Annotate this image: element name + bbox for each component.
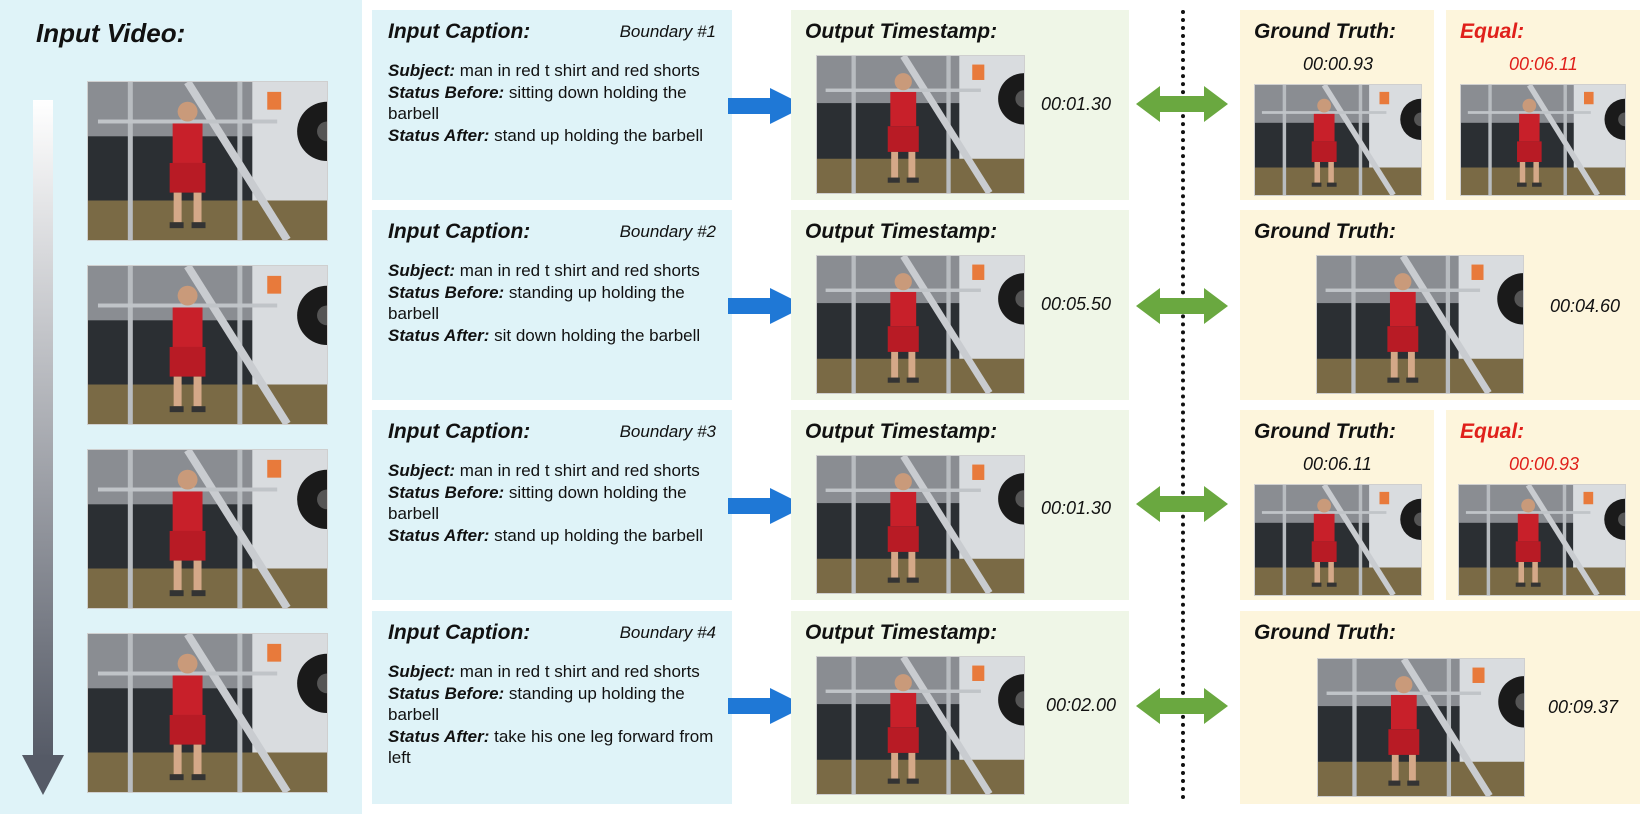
equal-box-1: Equal: 00:06.11 [1446, 10, 1640, 200]
equal-frame [1458, 484, 1626, 596]
output-title: Output Timestamp: [805, 621, 998, 644]
ground-truth-box-1: Ground Truth: 00:00.93 [1240, 10, 1434, 200]
status-after-label: Status After: [388, 125, 490, 145]
ground-truth-title: Ground Truth: [1254, 220, 1396, 243]
ground-truth-frame [1316, 255, 1524, 394]
ground-truth-box-2: Ground Truth: 00:04.60 [1240, 210, 1640, 400]
subject-label: Subject: [388, 461, 456, 480]
green-double-arrow-icon-2 [1136, 288, 1228, 324]
status-before-label: Status Before: [388, 282, 505, 302]
caption-title: Input Caption: [388, 220, 531, 243]
blue-arrow-icon-2 [728, 288, 806, 324]
subject-text: man in red t shirt and red shorts [459, 261, 700, 280]
output-frame [816, 455, 1025, 594]
status-before-text: sitting down holding the barbell [388, 82, 687, 124]
output-frame [816, 55, 1025, 194]
input-frame-4 [87, 633, 328, 793]
status-before-label: Status Before: [388, 683, 505, 703]
status-after-text: sit down holding the barbell [494, 325, 701, 345]
caption-title: Input Caption: [388, 20, 531, 43]
equal-time: 00:06.11 [1509, 54, 1578, 74]
ground-truth-frame [1317, 658, 1525, 797]
output-box-1: Output Timestamp: 00:01.30 [791, 10, 1129, 200]
input-video-title: Input Video: [36, 18, 186, 48]
input-frame-2 [87, 265, 328, 425]
output-time: 00:01.30 [1041, 498, 1112, 518]
green-double-arrow-icon-3 [1136, 486, 1228, 522]
ground-truth-time: 00:06.11 [1303, 454, 1372, 474]
status-after-text: stand up holding the barbell [494, 525, 704, 545]
caption-body: Subject: man in red t shirt and red shor… [388, 60, 718, 146]
output-title: Output Timestamp: [805, 20, 998, 43]
subject-text: man in red t shirt and red shorts [459, 662, 700, 681]
blue-arrow-icon-3 [728, 488, 806, 524]
status-before-label: Status Before: [388, 482, 505, 502]
time-arrow-icon [22, 100, 64, 795]
output-time: 00:01.30 [1041, 94, 1112, 114]
input-frame-3 [87, 449, 328, 609]
ground-truth-title: Ground Truth: [1254, 20, 1396, 43]
blue-arrow-icon-1 [728, 88, 806, 124]
equal-box-3: Equal: 00:00.93 [1446, 410, 1640, 600]
dotted-divider [1181, 10, 1185, 800]
subject-label: Subject: [388, 261, 456, 280]
status-before-text: sitting down holding the barbell [388, 482, 687, 524]
caption-title: Input Caption: [388, 420, 531, 443]
caption-body: Subject: man in red t shirt and red shor… [388, 661, 718, 769]
green-double-arrow-icon-4 [1136, 688, 1228, 724]
status-after-text: take his one leg forward from left [388, 726, 714, 768]
ground-truth-time: 00:04.60 [1550, 296, 1621, 316]
status-after-label: Status After: [388, 325, 490, 345]
ground-truth-time: 00:00.93 [1303, 54, 1374, 74]
input-frame-1 [87, 81, 328, 241]
equal-title: Equal: [1460, 20, 1525, 43]
output-box-3: Output Timestamp: 00:01.30 [791, 410, 1129, 600]
output-title: Output Timestamp: [805, 420, 998, 443]
equal-time: 00:00.93 [1509, 454, 1580, 474]
blue-arrow-icon-4 [728, 688, 806, 724]
output-time: 00:02.00 [1046, 695, 1117, 715]
caption-boundary: Boundary #2 [619, 222, 716, 241]
equal-title: Equal: [1460, 420, 1525, 443]
output-time: 00:05.50 [1041, 294, 1112, 314]
caption-title: Input Caption: [388, 621, 531, 644]
caption-boundary: Boundary #3 [619, 422, 716, 441]
ground-truth-frame [1254, 84, 1422, 196]
equal-frame [1460, 84, 1626, 196]
ground-truth-box-4: Ground Truth: 00:09.37 [1240, 611, 1640, 804]
ground-truth-box-3: Ground Truth: 00:06.11 [1240, 410, 1434, 600]
ground-truth-frame [1254, 484, 1422, 596]
ground-truth-title: Ground Truth: [1254, 420, 1396, 443]
subject-text: man in red t shirt and red shorts [459, 61, 700, 80]
caption-boundary: Boundary #1 [619, 22, 716, 41]
output-title: Output Timestamp: [805, 220, 998, 243]
output-frame [816, 656, 1025, 795]
ground-truth-title: Ground Truth: [1254, 621, 1396, 644]
output-box-4: Output Timestamp: 00:02.00 [791, 611, 1129, 804]
caption-box-4: Input Caption: Boundary #4 Subject: man … [372, 611, 732, 804]
caption-body: Subject: man in red t shirt and red shor… [388, 260, 718, 346]
caption-box-2: Input Caption: Boundary #2 Subject: man … [372, 210, 732, 400]
status-before-text: standing up holding the barbell [388, 282, 685, 324]
green-double-arrow-icon-1 [1136, 86, 1228, 122]
status-after-label: Status After: [388, 525, 490, 545]
subject-label: Subject: [388, 61, 456, 80]
status-after-label: Status After: [388, 726, 490, 746]
status-before-label: Status Before: [388, 82, 505, 102]
subject-label: Subject: [388, 662, 456, 681]
output-frame [816, 255, 1025, 394]
ground-truth-time: 00:09.37 [1548, 697, 1619, 717]
caption-box-1: Input Caption: Boundary #1 Subject: man … [372, 10, 732, 200]
subject-text: man in red t shirt and red shorts [459, 461, 700, 480]
status-after-text: stand up holding the barbell [494, 125, 704, 145]
caption-body: Subject: man in red t shirt and red shor… [388, 460, 718, 546]
caption-box-3: Input Caption: Boundary #3 Subject: man … [372, 410, 732, 600]
caption-boundary: Boundary #4 [619, 623, 716, 642]
output-box-2: Output Timestamp: 00:05.50 [791, 210, 1129, 400]
status-before-text: standing up holding the barbell [388, 683, 685, 725]
